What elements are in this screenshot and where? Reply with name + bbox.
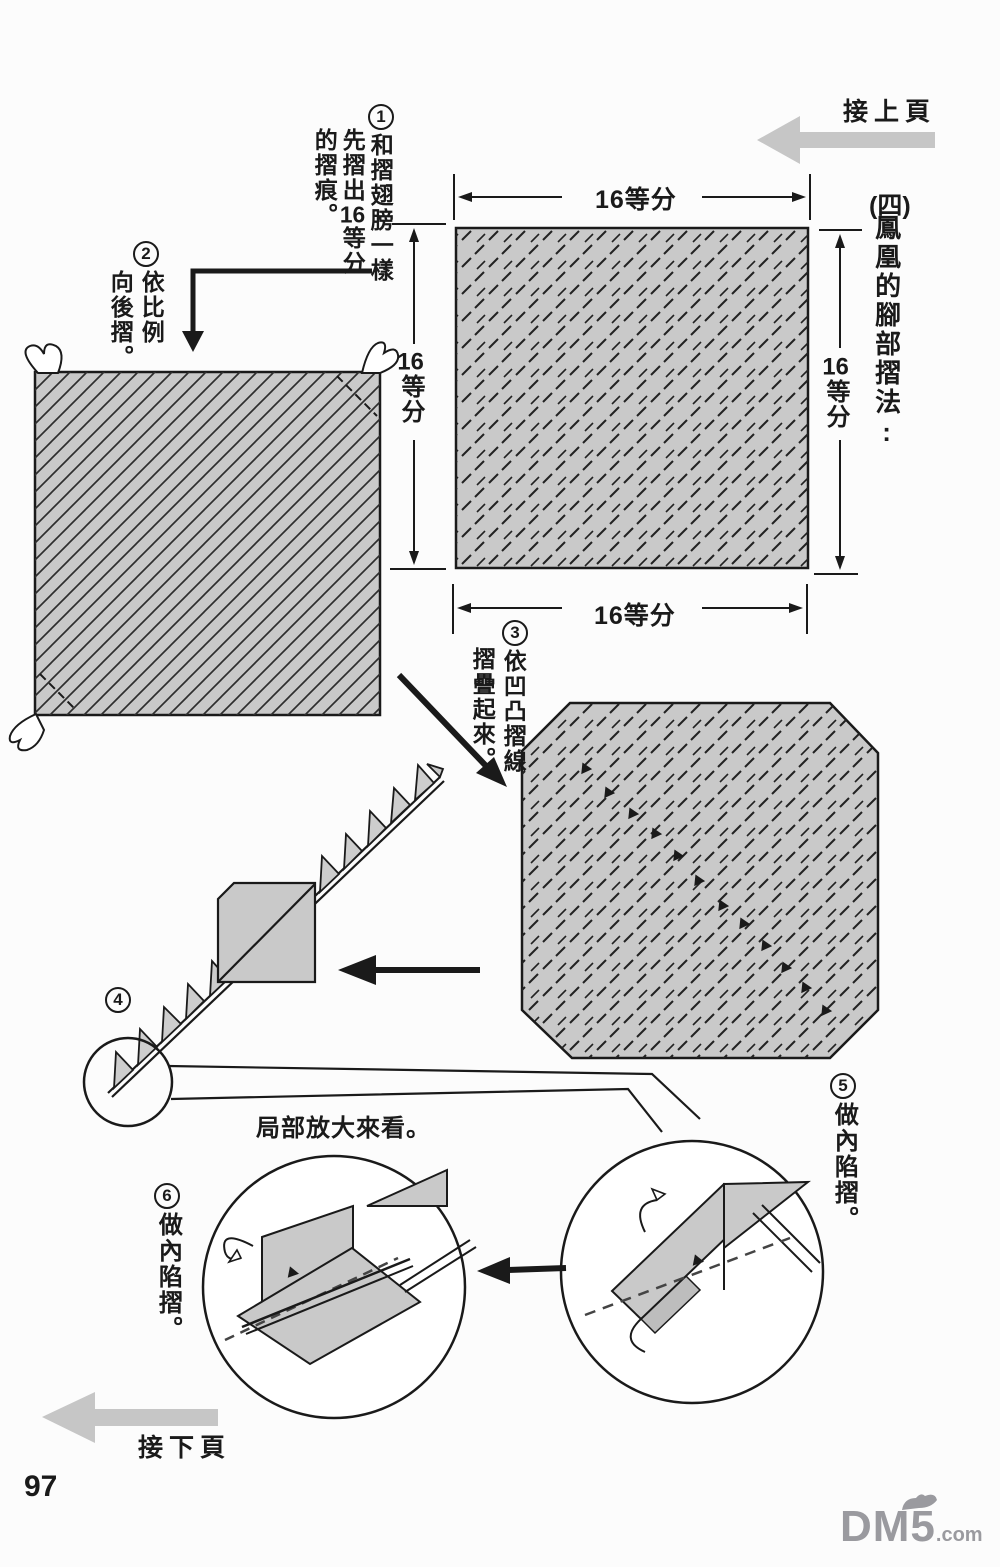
octagon-sheet [520,701,880,1060]
step6-arrow [477,1257,567,1284]
prev-page-label: 接上頁 [843,98,937,126]
step1-number: 1 [368,104,394,130]
page-number: 97 [24,1470,58,1503]
section-title: 鳳凰的腳部摺法: [871,214,902,450]
step3-text-col1: 依凹凸摺線 [500,649,527,774]
detail-circle-step6 [201,1154,477,1420]
prev-page-arrow-icon [757,116,935,164]
watermark-suffix: .com [935,1524,983,1546]
step1-text-col1: 和摺翅膀一樣 [367,133,394,283]
corner-flap-bottom-left [8,712,46,752]
step4-arrow [338,955,480,985]
dim-label-left: 16等分 [397,350,424,424]
magnify-label: 局部放大來看。 [256,1115,431,1142]
dimension-right [814,229,862,575]
step6-number: 6 [154,1183,180,1209]
step3-arrow [396,672,507,787]
step3-number: 3 [502,620,528,646]
step3-text-col2: 摺疊起來。 [469,647,496,772]
step1-text-col2: 先摺出16等分 [339,128,366,276]
step5-text: 做內陷摺。 [830,1102,858,1232]
step2-text-col2: 向後摺。 [107,270,134,370]
dimension-left [390,223,446,570]
step2-text-col1: 依比例 [138,270,165,345]
step1-text-col3: 的摺痕。 [311,128,338,228]
step6-text: 做內陷摺。 [154,1212,182,1342]
step4-number: 4 [105,987,131,1013]
crease-grid-square [454,226,810,570]
step5-number: 5 [830,1073,856,1099]
dimension-bottom [452,584,808,634]
next-page-label: 接下頁 [138,1434,232,1462]
watermark: DM5.com [840,1494,983,1552]
corner-flap-top-left [24,343,63,374]
detail-circle-step5 [559,1139,825,1405]
dm5-mascot-icon [902,1494,937,1510]
magnifier-callout [82,1036,701,1133]
dim-label-bottom: 16等分 [594,602,676,630]
pleated-strip [107,762,445,1098]
watermark-name: DM5 [840,1502,936,1551]
step2-arrow [182,268,372,352]
step2-number: 2 [133,241,159,267]
fold-direction-markers [581,762,833,1017]
folded-square [8,341,400,752]
section-number: (四) [869,192,911,220]
corner-flap-top-right [360,341,400,374]
strip-tip [426,763,445,779]
dim-label-top: 16等分 [595,186,677,214]
dim-label-right: 16等分 [822,355,849,429]
next-page-arrow-icon [42,1392,218,1443]
dimension-top [453,174,811,220]
